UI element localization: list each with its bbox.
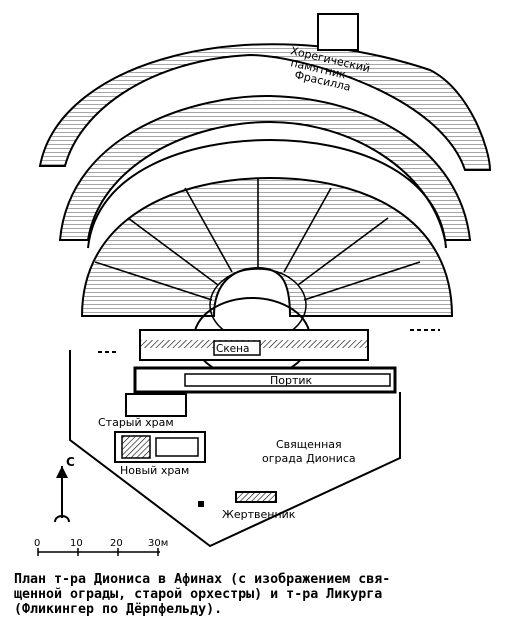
north-letter: С bbox=[66, 455, 75, 469]
north-compass: С bbox=[54, 455, 75, 523]
skene-label-box bbox=[213, 340, 261, 356]
monument-shrine bbox=[317, 13, 359, 51]
altar-label: Жертвенник bbox=[222, 508, 296, 521]
caption-line-2: щенной ограды, старой орхестры) и т-ра Л… bbox=[14, 587, 383, 602]
radial-stairways bbox=[94, 178, 421, 301]
scale-tick-30: 30м bbox=[148, 538, 168, 549]
diazoma bbox=[87, 138, 447, 249]
sacred-enclosure-label-line2: ограда Диониса bbox=[262, 452, 356, 465]
figure-caption: План т-ра Диониса в Афинах (с изображени… bbox=[14, 572, 506, 617]
scale-tick-20: 20 bbox=[110, 538, 123, 549]
portik-label: Портик bbox=[270, 374, 313, 387]
new-temple-pronaos bbox=[155, 437, 199, 457]
skena-label: Скена bbox=[216, 343, 249, 355]
portico-inner bbox=[184, 373, 391, 387]
scale-bar: 0 10 20 30м bbox=[34, 538, 168, 556]
altar-small-block bbox=[198, 501, 204, 507]
middle-seating-tier bbox=[58, 94, 472, 241]
caption-line-1: План т-ра Диониса в Афинах (с изображени… bbox=[14, 572, 391, 587]
sacred-enclosure-wall bbox=[69, 350, 401, 548]
lower-seating-tier bbox=[80, 176, 454, 317]
caption-line-3: (Фликингер по Дёрпфельду). bbox=[14, 602, 223, 617]
new-temple-cella bbox=[121, 435, 151, 459]
upper-seating-tier bbox=[38, 43, 492, 171]
dashed-walls bbox=[98, 329, 440, 353]
sacred-enclosure-label-line1: Священная bbox=[276, 438, 342, 451]
altar bbox=[235, 491, 277, 503]
old-temple bbox=[125, 393, 187, 417]
scale-tick-10: 10 bbox=[70, 538, 83, 549]
old-temple-label: Старый храм bbox=[98, 416, 174, 429]
scale-tick-0: 0 bbox=[34, 538, 40, 549]
new-temple-label: Новый храм bbox=[120, 464, 189, 477]
